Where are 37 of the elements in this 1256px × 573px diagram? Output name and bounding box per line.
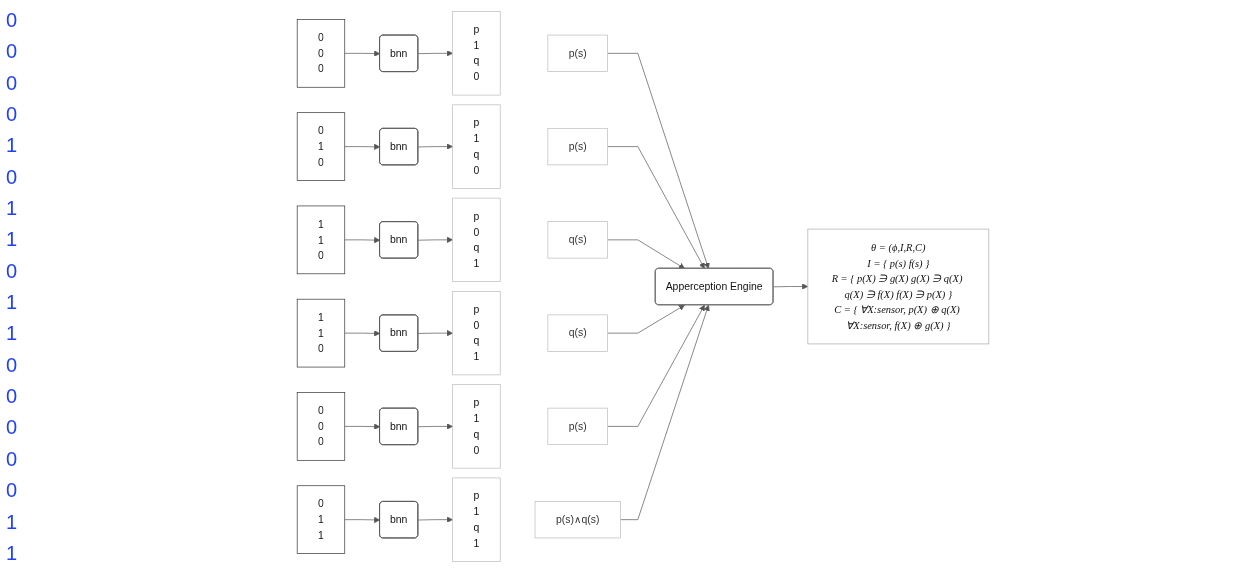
node-box: 1 1 0: [296, 205, 346, 275]
node-box: q(s): [547, 314, 608, 352]
bit-label: 0: [6, 41, 19, 62]
node-box: p 0 q 1: [452, 291, 501, 376]
bit-label: 0: [6, 480, 19, 501]
bit-label: 0: [6, 260, 19, 281]
bit-label: 0: [6, 386, 19, 407]
bit-label: 0: [6, 166, 19, 187]
bit-label: 0: [6, 448, 19, 469]
node-box: p(s): [547, 407, 608, 446]
node-box: p 1 q 0: [452, 104, 501, 189]
node-box: 1 1 0: [296, 298, 346, 368]
node-box: p(s): [547, 128, 608, 166]
node-box: θ = (ϕ,I,R,C) I = { p(s) f(s) } R = { p(X) ∋ g(X) g(X) ∋ q(X) q(X) ∋ f(X) f(X) ∋ p(X) } C = { ∀X:sensor, p(X) ⊕ q(X) ∀X:sensor, f(X) ⊕ g(X) }: [807, 228, 990, 345]
bit-label: 0: [6, 72, 19, 93]
bit-label: 0: [6, 417, 19, 438]
node-box: p 0 q 1: [452, 197, 501, 282]
node-box: p 1 q 1: [452, 477, 501, 562]
node-box: 0 0 0: [296, 19, 346, 88]
node-box: p(s): [547, 34, 608, 72]
node-box: 0 1 0: [296, 112, 346, 181]
bit-label: 1: [6, 511, 19, 532]
node-box: p(s)∧q(s): [534, 501, 621, 539]
node-box: 0 0 0: [296, 392, 346, 461]
bit-label: 0: [6, 354, 19, 375]
node-box: p 1 q 0: [452, 11, 501, 96]
bit-label: 1: [6, 323, 19, 344]
node-box: p 1 q 0: [452, 384, 501, 469]
bit-label: 1: [6, 292, 19, 313]
node-box: q(s): [547, 221, 608, 259]
node-box: 0 1 1: [296, 485, 346, 554]
bit-label: 0: [6, 10, 19, 30]
bit-label: 1: [6, 229, 19, 250]
bit-label: 1: [6, 198, 19, 219]
bit-label: 1: [6, 542, 19, 563]
bit-label: 1: [6, 135, 19, 156]
bit-label: 0: [6, 104, 19, 125]
